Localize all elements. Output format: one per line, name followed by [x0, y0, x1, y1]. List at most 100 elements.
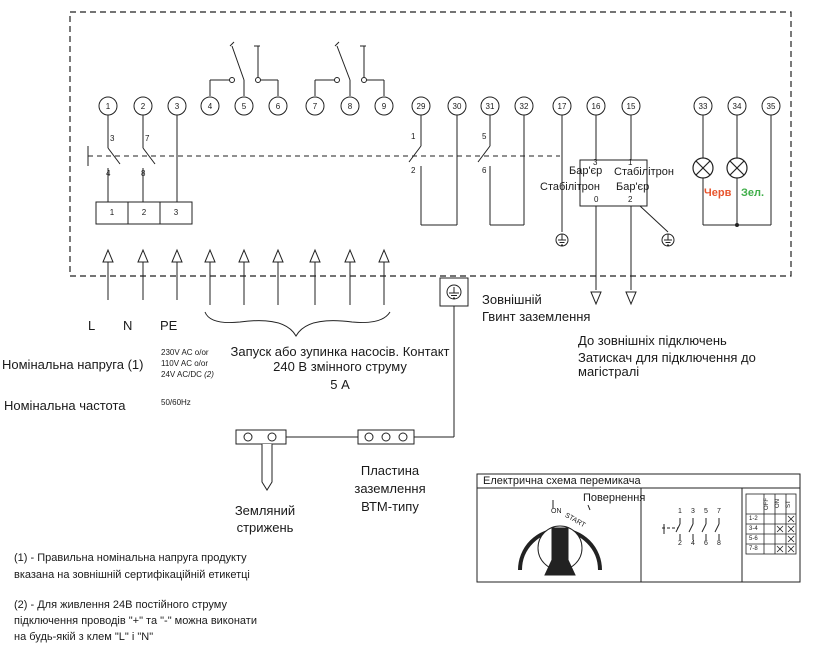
contact-number: 3	[110, 134, 115, 143]
contact-number: 7	[145, 134, 150, 143]
knob-on-label: ON	[551, 508, 562, 515]
terminal-block-label: 2	[141, 208, 147, 217]
footnote-2-line3: на будь-якій з клем "L" і "N"	[14, 631, 154, 643]
terminal-label: 34	[732, 102, 742, 111]
terminal-label: 1	[105, 102, 111, 111]
rated-voltage-label: Номінальна напруга (1)	[2, 357, 144, 372]
contact-number: 1	[411, 132, 416, 141]
btm-plate-label: ВТМ-типу	[361, 499, 419, 514]
terminal-label: 9	[381, 102, 387, 111]
table-row-label: 3-4	[749, 526, 758, 532]
terminal-label: 32	[519, 102, 529, 111]
bus-clamp-label: Затискач для підключення до	[578, 350, 756, 365]
terminal-label: 8	[347, 102, 353, 111]
terminal-label: 3	[174, 102, 180, 111]
voltage-value: 230V AC o/or	[161, 348, 209, 357]
contact-number: 4	[106, 169, 111, 178]
external-connections-label: До зовнішніх підключень	[578, 333, 727, 348]
barrier-label: Бар'єр	[616, 181, 650, 193]
rotary-knob	[518, 500, 602, 576]
contact-bottom-label: 2	[678, 540, 682, 547]
barrier-pin: 2	[628, 195, 633, 204]
voltage-value: 110V AC o/or	[161, 359, 208, 368]
rated-frequency-label: Номінальна частота	[4, 398, 126, 413]
btm-plate-label: заземлення	[354, 481, 426, 496]
input-l-label: L	[88, 318, 96, 333]
red-lamp-label: Черв	[704, 187, 732, 199]
pump-brace	[204, 311, 391, 338]
footnote-2: (2) - Для живлення 24В постійного струму	[14, 599, 227, 611]
footnote-text: Правильна номінальна напруга продукту	[37, 552, 247, 564]
external-screw-label: Зовнішній	[482, 292, 542, 307]
btm-plate	[357, 429, 415, 445]
terminal-block-label: 3	[173, 208, 179, 217]
bus-clamp-label: магістралі	[578, 364, 640, 379]
lamps	[692, 157, 748, 179]
contact-number: 5	[482, 132, 487, 141]
terminal-label: 6	[275, 102, 281, 111]
terminal-label: 15	[626, 102, 636, 111]
terminal-label: 33	[698, 102, 708, 111]
footnote-marker: (2) -	[14, 599, 35, 611]
footnote-1: (1) - Правильна номінальна напруга проду…	[14, 552, 247, 564]
terminal-block	[95, 201, 193, 225]
zener-label: Стабілітрон	[540, 181, 600, 193]
pump-control-label: Запуск або зупинка насосів. Контакт	[230, 344, 450, 359]
pump-control-label: 240 В змінного струму	[273, 359, 407, 374]
barrier-box	[579, 159, 648, 207]
voltage-value-text: 24V AC/DC	[161, 370, 202, 379]
return-label: Повернення	[583, 492, 646, 504]
barrier-label: Бар'єр	[569, 165, 603, 177]
footnote-marker: (1) -	[14, 552, 35, 564]
terminal-label: 35	[766, 102, 776, 111]
terminal-label: 7	[312, 102, 318, 111]
external-screw-label: Гвинт заземлення	[482, 309, 591, 324]
barrier-pin: 3	[593, 158, 598, 167]
zener-label: Стабілітрон	[614, 166, 674, 178]
pump-control-label: 5 А	[330, 377, 350, 392]
terminal-label: 4	[207, 102, 213, 111]
contact-bottom-label: 8	[717, 540, 721, 547]
contact-top-label: 7	[717, 508, 721, 515]
input-pe-label: PE	[160, 318, 178, 333]
table-row-label: 1-2	[749, 516, 758, 522]
terminal-label: 17	[557, 102, 567, 111]
contact-bottom-label: 6	[704, 540, 708, 547]
contact-schematic	[662, 518, 720, 540]
barrier-pin: 0	[594, 195, 599, 204]
terminal-label: 16	[591, 102, 601, 111]
footnote-text: Для живлення 24В постійного струму	[37, 599, 227, 611]
contact-top-label: 1	[678, 508, 682, 515]
contact-top-label: 3	[691, 508, 695, 515]
ground-rod-label: стрижень	[236, 520, 294, 535]
input-n-label: N	[123, 318, 133, 333]
footnote-1-line2: вказана на зовнішній сертифікаційній ети…	[14, 569, 250, 581]
terminal-circles	[98, 96, 781, 116]
terminal-label: 30	[452, 102, 462, 111]
contact-number: 6	[482, 166, 487, 175]
ground-rod-label: Земляний	[234, 503, 296, 518]
contact-bottom-label: 4	[691, 540, 695, 547]
table-header: ON	[775, 499, 781, 508]
input-arrows	[102, 248, 390, 305]
table-header: OFF	[764, 498, 770, 510]
table-row-label: 5-6	[749, 536, 758, 542]
terminal-label: 31	[485, 102, 495, 111]
enclosure-outline	[69, 11, 792, 277]
contact-number: 8	[141, 169, 146, 178]
contact-number: 2	[411, 166, 416, 175]
contact-top-label: 5	[704, 508, 708, 515]
ground-rod	[235, 429, 287, 491]
terminal-label: 5	[241, 102, 247, 111]
voltage-note-ref: (2)	[204, 370, 214, 379]
green-lamp-label: Зел.	[741, 187, 765, 199]
footnote-2-line2: підключення проводів "+" та "-" можна ви…	[14, 615, 257, 627]
btm-plate-label: Пластина	[360, 463, 420, 478]
terminal-block-label: 1	[109, 208, 115, 217]
frequency-value: 50/60Hz	[161, 398, 191, 407]
table-row-label: 7-8	[749, 546, 758, 552]
switch-panel-title: Електрична схема перемикача	[483, 475, 641, 487]
barrier-pin: 1	[628, 158, 633, 167]
switch-truth-table	[745, 493, 797, 555]
